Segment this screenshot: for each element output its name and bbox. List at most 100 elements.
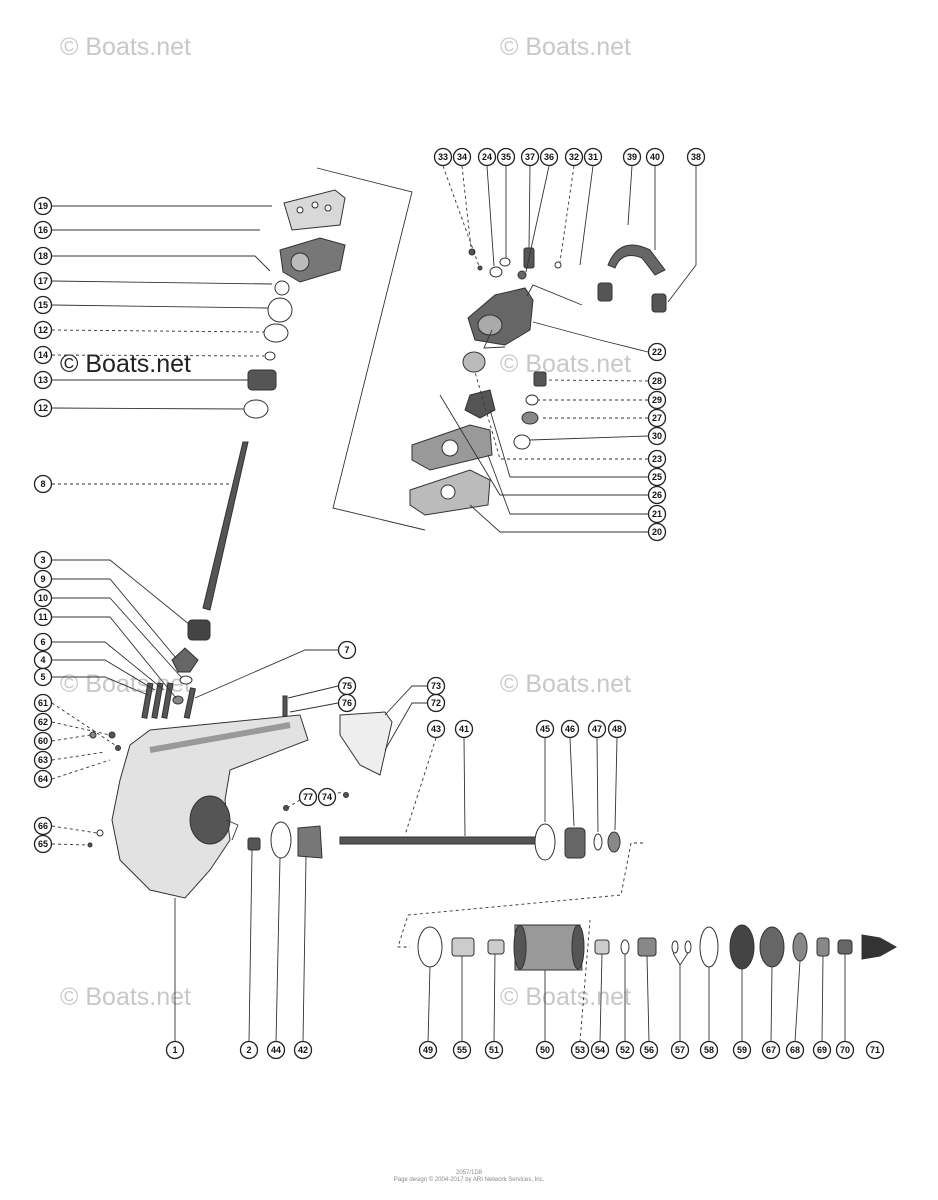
callout-68[interactable]: 68: [785, 1040, 805, 1060]
callout-22[interactable]: 22: [647, 342, 667, 362]
callout-25[interactable]: 25: [647, 467, 667, 487]
callout-19[interactable]: 19: [33, 196, 53, 216]
callout-7[interactable]: 7: [337, 640, 357, 660]
callout-35[interactable]: 35: [496, 147, 516, 167]
callout-27[interactable]: 27: [647, 408, 667, 428]
bearing-46: [564, 827, 586, 859]
callout-49[interactable]: 49: [418, 1040, 438, 1060]
callout-47[interactable]: 47: [587, 719, 607, 739]
callout-23[interactable]: 23: [647, 449, 667, 469]
callout-34[interactable]: 34: [452, 147, 472, 167]
callout-20[interactable]: 20: [647, 522, 667, 542]
callout-56[interactable]: 56: [639, 1040, 659, 1060]
callout-73[interactable]: 73: [426, 676, 446, 696]
callout-29[interactable]: 29: [647, 390, 667, 410]
o-ring-58: [699, 926, 719, 968]
callout-26[interactable]: 26: [647, 485, 667, 505]
callout-10[interactable]: 10: [33, 588, 53, 608]
svg-text:54: 54: [595, 1045, 605, 1055]
callout-30[interactable]: 30: [647, 426, 667, 446]
callout-48[interactable]: 48: [607, 719, 627, 739]
stud-4: [151, 682, 164, 719]
svg-text:15: 15: [38, 300, 48, 310]
callout-59[interactable]: 59: [732, 1040, 752, 1060]
callout-37[interactable]: 37: [520, 147, 540, 167]
callout-61[interactable]: 61: [33, 693, 53, 713]
callout-18[interactable]: 18: [33, 246, 53, 266]
seal-27: [521, 411, 539, 425]
callout-1[interactable]: 1: [165, 1040, 185, 1060]
stud-5: [141, 682, 154, 719]
svg-text:46: 46: [565, 724, 575, 734]
callout-40[interactable]: 40: [645, 147, 665, 167]
callout-77[interactable]: 77: [298, 787, 318, 807]
callout-41[interactable]: 41: [454, 719, 474, 739]
callout-60[interactable]: 60: [33, 731, 53, 751]
callout-2[interactable]: 2: [239, 1040, 259, 1060]
callout-50[interactable]: 50: [535, 1040, 555, 1060]
callout-69[interactable]: 69: [812, 1040, 832, 1060]
callout-66[interactable]: 66: [33, 816, 53, 836]
water-pump-body-16: [279, 237, 346, 283]
callout-24[interactable]: 24: [477, 147, 497, 167]
callout-43[interactable]: 43: [426, 719, 446, 739]
callout-39[interactable]: 39: [622, 147, 642, 167]
callout-44[interactable]: 44: [266, 1040, 286, 1060]
svg-text:11: 11: [38, 612, 48, 622]
nut-70: [837, 939, 853, 955]
callout-28[interactable]: 28: [647, 371, 667, 391]
callout-31[interactable]: 31: [583, 147, 603, 167]
svg-text:71: 71: [870, 1045, 880, 1055]
callout-45[interactable]: 45: [535, 719, 555, 739]
svg-text:64: 64: [38, 774, 48, 784]
callout-55[interactable]: 55: [452, 1040, 472, 1060]
callout-67[interactable]: 67: [761, 1040, 781, 1060]
callout-52[interactable]: 52: [615, 1040, 635, 1060]
callout-15[interactable]: 15: [33, 295, 53, 315]
callout-6[interactable]: 6: [33, 632, 53, 652]
svg-text:76: 76: [342, 698, 352, 708]
callout-3[interactable]: 3: [33, 550, 53, 570]
callout-46[interactable]: 46: [560, 719, 580, 739]
callout-42[interactable]: 42: [293, 1040, 313, 1060]
callout-58[interactable]: 58: [699, 1040, 719, 1060]
callouts: 19 16 18 17 15 12 14 13 12 8 3 9 10 11 6…: [33, 147, 885, 1060]
callout-71[interactable]: 71: [865, 1040, 885, 1060]
callout-11[interactable]: 11: [33, 607, 53, 627]
callout-5[interactable]: 5: [33, 667, 53, 687]
callout-32[interactable]: 32: [564, 147, 584, 167]
callout-12[interactable]: 12: [33, 398, 53, 418]
callout-14[interactable]: 14: [33, 345, 53, 365]
callout-9[interactable]: 9: [33, 569, 53, 589]
callout-76[interactable]: 76: [337, 693, 357, 713]
callout-54[interactable]: 54: [590, 1040, 610, 1060]
callout-4[interactable]: 4: [33, 650, 53, 670]
callout-51[interactable]: 51: [484, 1040, 504, 1060]
svg-text:41: 41: [459, 724, 469, 734]
callout-13[interactable]: 13: [33, 370, 53, 390]
callout-17[interactable]: 17: [33, 271, 53, 291]
svg-text:36: 36: [544, 152, 554, 162]
callout-36[interactable]: 36: [539, 147, 559, 167]
callout-57[interactable]: 57: [670, 1040, 690, 1060]
callout-75[interactable]: 75: [337, 676, 357, 696]
callout-8[interactable]: 8: [33, 474, 53, 494]
callout-65[interactable]: 65: [33, 834, 53, 854]
callout-53[interactable]: 53: [570, 1040, 590, 1060]
callout-70[interactable]: 70: [835, 1040, 855, 1060]
callout-16[interactable]: 16: [33, 220, 53, 240]
callout-64[interactable]: 64: [33, 769, 53, 789]
washer-61: [115, 745, 121, 751]
impeller-25: [464, 389, 496, 419]
svg-text:14: 14: [38, 350, 48, 360]
callout-38[interactable]: 38: [686, 147, 706, 167]
callout-33[interactable]: 33: [433, 147, 453, 167]
callout-21[interactable]: 21: [647, 504, 667, 524]
insert-23: [462, 351, 486, 373]
callout-62[interactable]: 62: [33, 712, 53, 732]
callout-63[interactable]: 63: [33, 750, 53, 770]
callout-12[interactable]: 12: [33, 320, 53, 340]
callout-72[interactable]: 72: [426, 693, 446, 713]
callout-74[interactable]: 74: [317, 787, 337, 807]
